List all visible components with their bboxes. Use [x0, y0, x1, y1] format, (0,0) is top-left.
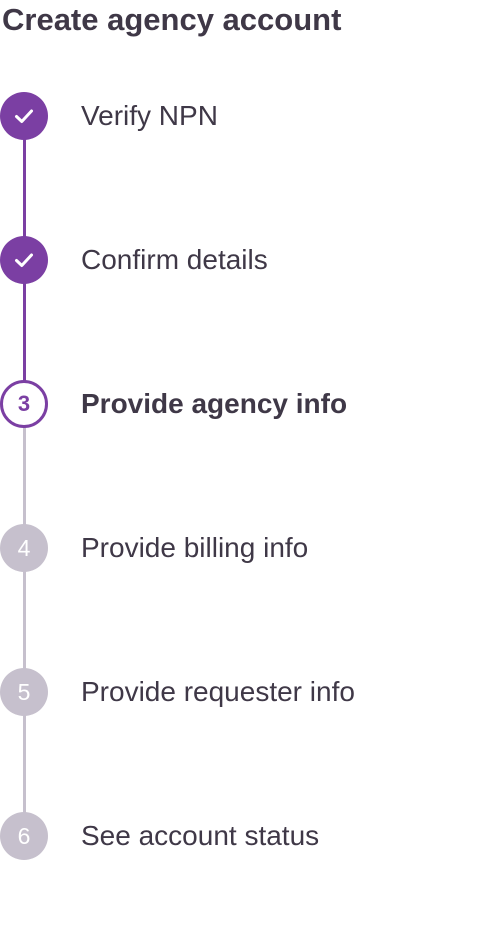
step-connector-1-2 — [23, 134, 26, 238]
step-confirm-details[interactable]: Confirm details — [0, 236, 480, 284]
step-label: Confirm details — [81, 244, 268, 275]
step-label: Provide agency info — [81, 388, 348, 419]
step-label: Verify NPN — [81, 100, 218, 131]
step-1-indicator — [0, 92, 48, 140]
step-provide-requester-info[interactable]: 5 Provide requester info — [0, 668, 480, 716]
step-see-account-status[interactable]: 6 See account status — [0, 812, 480, 860]
step-5-indicator: 5 — [0, 668, 48, 716]
step-6-indicator: 6 — [0, 812, 48, 860]
step-connector-2-3 — [23, 278, 26, 382]
step-3-indicator: 3 — [0, 380, 48, 428]
step-verify-npn[interactable]: Verify NPN — [0, 92, 480, 140]
step-label: Provide requester info — [81, 676, 355, 707]
step-provide-agency-info[interactable]: 3 Provide agency info — [0, 380, 480, 428]
step-provide-billing-info[interactable]: 4 Provide billing info — [0, 524, 480, 572]
step-connector-4-5 — [23, 570, 26, 670]
step-connector-5-6 — [23, 714, 26, 814]
step-label: See account status — [81, 820, 320, 851]
step-4-indicator: 4 — [0, 524, 48, 572]
step-label: Provide billing info — [81, 532, 309, 563]
check-icon — [15, 253, 33, 267]
page-title: Create agency account — [2, 2, 342, 37]
step-2-indicator — [0, 236, 48, 284]
step-connector-3-4 — [23, 426, 26, 526]
check-icon — [15, 109, 33, 123]
